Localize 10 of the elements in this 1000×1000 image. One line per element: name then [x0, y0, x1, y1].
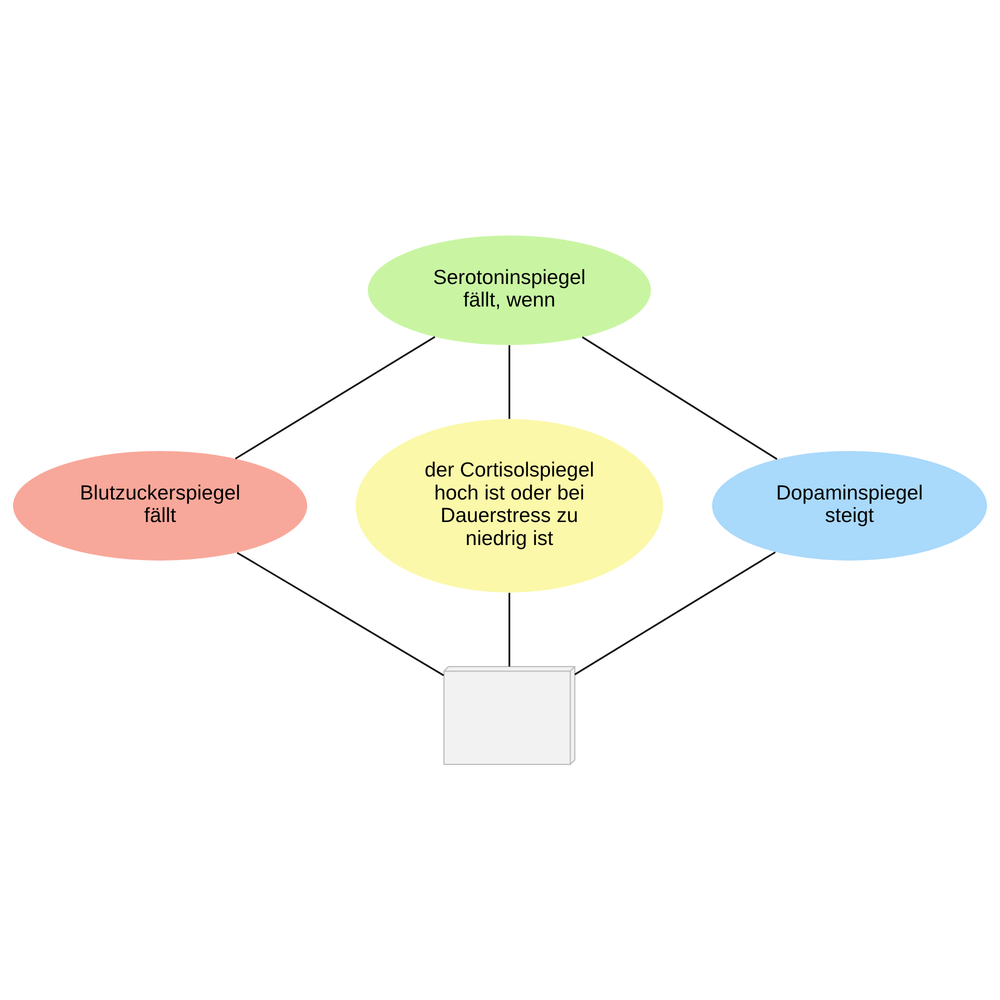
- connector: [508, 345, 510, 419]
- connector: [574, 551, 776, 676]
- connector: [508, 592, 510, 667]
- connector: [582, 336, 778, 460]
- connector: [236, 552, 444, 676]
- node-ellipse: Blutzuckerspiegel fällt: [13, 450, 308, 561]
- connector: [234, 336, 436, 460]
- node-ellipse: Serotoninspiegel fällt, wenn: [368, 235, 651, 346]
- node-ellipse: der Cortisolspiegel hoch ist oder bei Dauerstress zu niedrig ist: [356, 419, 664, 593]
- node-ellipse: Dopaminspiegel steigt: [712, 450, 987, 561]
